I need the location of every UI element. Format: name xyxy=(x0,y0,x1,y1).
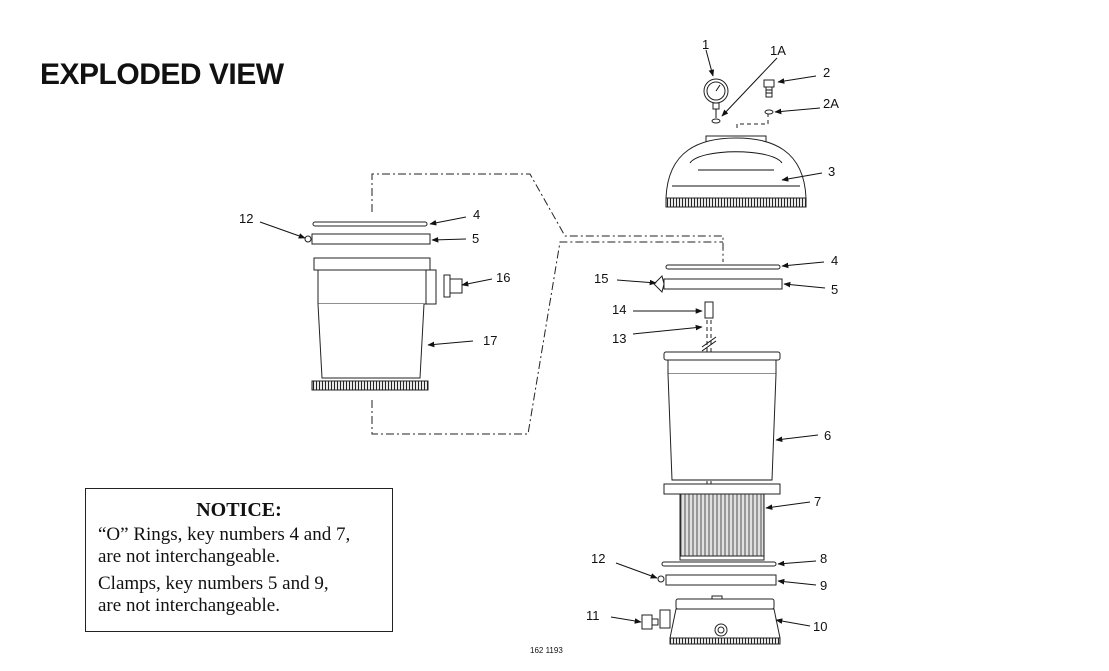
upper-o-ring-detail xyxy=(312,221,428,227)
callout-8: 8 xyxy=(820,551,827,566)
upper-o-ring xyxy=(665,264,781,270)
gauge-o-ring xyxy=(711,118,721,124)
clamp-screw-detail xyxy=(304,235,312,243)
callout-6: 6 xyxy=(824,428,831,443)
lower-o-ring xyxy=(661,561,777,567)
callout-2: 2 xyxy=(823,65,830,80)
clamp-knob xyxy=(653,275,665,293)
notice-heading: NOTICE: xyxy=(196,499,282,521)
callout-13: 13 xyxy=(612,331,626,346)
upper-clamp xyxy=(663,278,783,290)
pressure-gauge xyxy=(703,78,729,118)
filter-cartridge xyxy=(663,483,781,561)
drawing-code: 162 1193 xyxy=(530,646,563,655)
callout-15: 15 xyxy=(594,271,608,286)
drain-plug-detail xyxy=(443,274,463,298)
callout-11: 11 xyxy=(586,608,600,623)
lower-clamp-screw xyxy=(657,575,665,583)
filter-lid xyxy=(665,135,807,208)
callout-5-detail: 5 xyxy=(472,231,479,246)
callout-leaders xyxy=(259,49,826,627)
detail-tank-body xyxy=(311,257,437,391)
callout-4: 4 xyxy=(831,253,838,268)
air-bleed-filter xyxy=(704,301,714,319)
callout-1: 1 xyxy=(702,37,709,52)
callout-17: 17 xyxy=(483,333,497,348)
callout-12: 12 xyxy=(591,551,605,566)
base-drain-plug xyxy=(641,614,659,630)
callout-2a: 2A xyxy=(823,96,839,111)
page-title: EXPLODED VIEW xyxy=(40,58,284,91)
callout-7: 7 xyxy=(814,494,821,509)
callout-4-detail: 4 xyxy=(473,207,480,222)
callout-12-detail: 12 xyxy=(239,211,253,226)
notice-line-1: “O” Rings, key numbers 4 and 7, xyxy=(98,524,351,545)
lower-clamp xyxy=(665,574,777,586)
callout-14: 14 xyxy=(612,302,626,317)
callout-16: 16 xyxy=(496,270,510,285)
air-tube-break xyxy=(701,336,717,348)
filter-tank xyxy=(663,351,781,481)
callout-9: 9 xyxy=(820,578,827,593)
valve-o-ring xyxy=(764,109,774,115)
notice-line-3: Clamps, key numbers 5 and 9, xyxy=(98,573,329,594)
detail-connector-line-lower xyxy=(371,241,723,435)
detail-connector-line xyxy=(371,173,724,262)
callout-5: 5 xyxy=(831,282,838,297)
notice-line-2: are not interchangeable. xyxy=(98,546,280,567)
air-relief-valve xyxy=(763,79,775,98)
filter-base xyxy=(659,595,781,645)
notice-box: NOTICE: “O” Rings, key numbers 4 and 7, … xyxy=(85,488,393,632)
callout-1a: 1A xyxy=(770,43,786,58)
upper-clamp-detail xyxy=(311,233,431,245)
air-tube-break-2 xyxy=(701,340,717,352)
notice-line-4: are not interchangeable. xyxy=(98,595,280,616)
callout-10: 10 xyxy=(813,619,827,634)
gauge-connector-line xyxy=(736,114,769,128)
callout-3: 3 xyxy=(828,164,835,179)
